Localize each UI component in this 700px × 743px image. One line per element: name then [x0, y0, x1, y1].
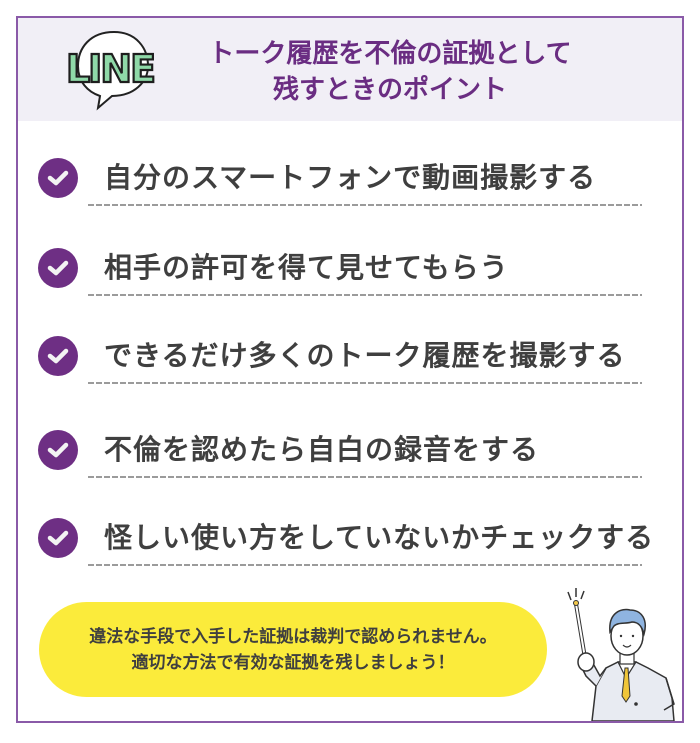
- check-circle-icon: [38, 248, 78, 288]
- point-label: できるだけ多くのトーク履歴を撮影する: [104, 339, 626, 372]
- line-logo-icon: LINE: [65, 30, 157, 111]
- check-circle-icon: [38, 158, 78, 198]
- infographic-frame: LINE トーク履歴を不倫の証拠として 残すときのポイント 自分のスマートフォン…: [16, 16, 684, 723]
- note-bubble: 違法な手段で入手した証拠は裁判で認められません。 適切な方法で有効な証拠を残しま…: [39, 602, 547, 697]
- presenter-illustration-icon: [567, 588, 675, 721]
- point-label: 怪しい使い方をしていないかチェックする: [104, 521, 655, 554]
- page-title: トーク履歴を不倫の証拠として 残すときのポイント: [170, 36, 650, 108]
- point-label: 不倫を認めたら自白の録音をする: [104, 433, 540, 466]
- title-line-2: 残すときのポイント: [272, 75, 507, 105]
- point-label: 自分のスマートフォンで動画撮影する: [104, 161, 597, 194]
- dashed-divider: [88, 476, 642, 478]
- point-item-3: できるだけ多くのトーク履歴を撮影する: [38, 332, 678, 392]
- note-line-2: 適切な方法で有効な証拠を残しましょう！: [131, 653, 455, 673]
- point-item-5: 怪しい使い方をしていないかチェックする: [38, 514, 678, 574]
- header-band: LINE トーク履歴を不倫の証拠として 残すときのポイント: [18, 18, 682, 121]
- dashed-divider: [88, 204, 642, 206]
- dashed-divider: [88, 564, 642, 566]
- point-item-4: 不倫を認めたら自白の録音をする: [38, 426, 678, 486]
- dashed-divider: [88, 382, 642, 384]
- check-circle-icon: [38, 336, 78, 376]
- svg-text:LINE: LINE: [66, 47, 154, 91]
- check-circle-icon: [38, 518, 78, 558]
- title-line-1: トーク履歴を不倫の証拠として: [208, 39, 572, 69]
- check-circle-icon: [38, 430, 78, 470]
- point-item-2: 相手の許可を得て見せてもらう: [38, 244, 678, 304]
- note-line-1: 違法な手段で入手した証拠は裁判で認められません。: [89, 627, 497, 647]
- dashed-divider: [88, 294, 642, 296]
- point-item-1: 自分のスマートフォンで動画撮影する: [38, 154, 678, 214]
- point-label: 相手の許可を得て見せてもらう: [104, 251, 509, 284]
